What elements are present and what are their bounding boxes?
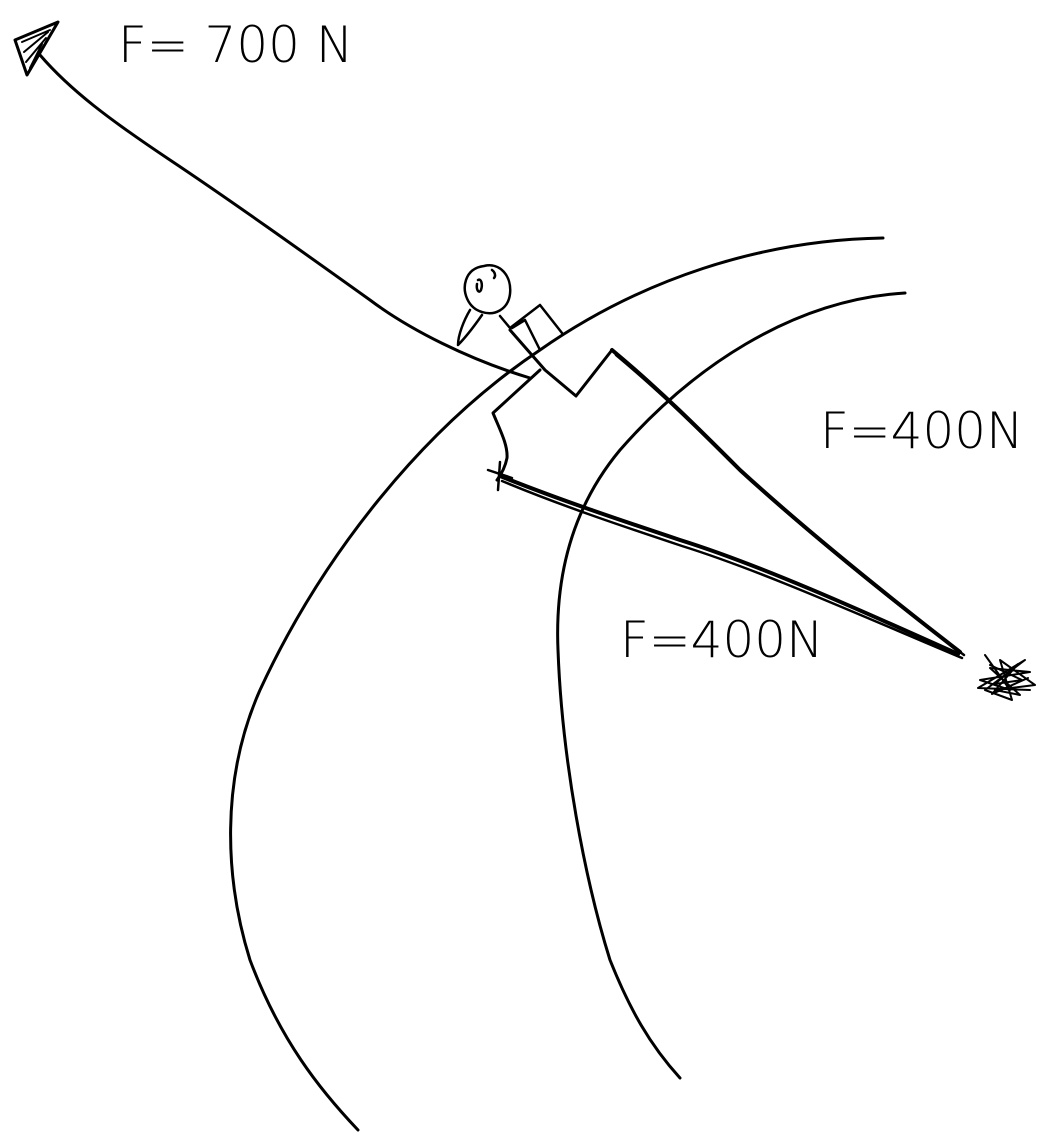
rope-400n-lower-double	[500, 479, 964, 660]
rope-400n-upper-double	[614, 353, 966, 657]
force-label-400n-middle: F=400N	[620, 611, 824, 669]
person-arms	[498, 303, 564, 352]
arrowhead-700n-icon	[13, 20, 60, 77]
person-nose	[490, 268, 497, 280]
anchor-point-icon	[977, 654, 1036, 701]
force-label-700n: F= 700 N	[118, 16, 353, 74]
person-chin	[456, 308, 484, 347]
outer-curve-path	[229, 236, 885, 1132]
rope-400n-upper	[610, 348, 962, 654]
rope-700n	[38, 53, 532, 380]
person-figure	[456, 264, 632, 492]
person-eye	[475, 278, 484, 293]
inner-curve-path	[556, 291, 907, 1080]
person-body	[508, 328, 632, 398]
person-head	[463, 264, 512, 315]
rope-400n-lower	[498, 474, 960, 656]
force-label-400n-right: F=400N	[820, 402, 1024, 460]
